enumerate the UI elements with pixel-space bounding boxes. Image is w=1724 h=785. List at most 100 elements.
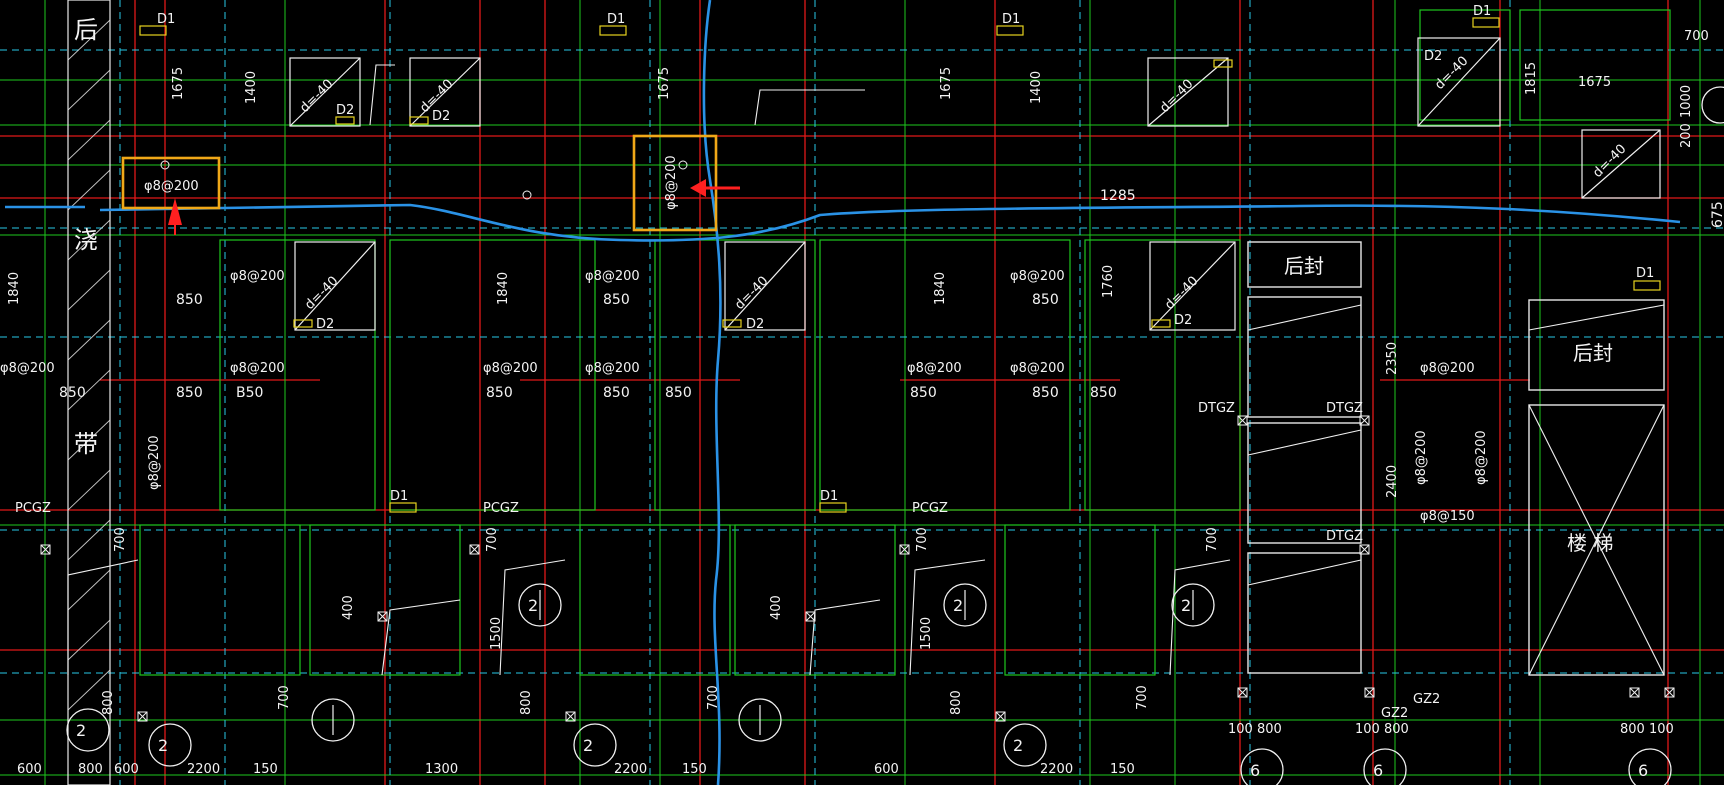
slab-labels: 850 850 850 B50 850 850 850 850 850 850 … xyxy=(59,188,1724,401)
dim-label: 700 xyxy=(277,685,292,710)
dim-label: 1500 xyxy=(919,617,934,650)
dim-label: 1400 xyxy=(244,71,259,104)
column-markers xyxy=(40,415,1675,722)
dim-label: 1840 xyxy=(496,272,511,305)
red-arrow-icon xyxy=(690,179,740,197)
red-up-arrow-icon xyxy=(168,198,182,235)
rebar-label: φ8@200 xyxy=(1420,361,1475,376)
door-label: D1 xyxy=(607,12,625,27)
slab-length-label: 1285 xyxy=(1100,188,1136,204)
column-label: PCGZ xyxy=(483,501,519,516)
slab-length-label: B50 xyxy=(236,385,263,401)
column-label: DTGZ xyxy=(1326,401,1363,416)
dim-label: 800 xyxy=(519,690,534,715)
dim-label: 600 xyxy=(17,762,42,777)
highlight-box-left[interactable] xyxy=(121,156,221,210)
dim-label: 1840 xyxy=(7,272,22,305)
post-pour-strip xyxy=(67,0,111,785)
dim-label: 1300 xyxy=(425,762,458,777)
column-label: DTGZ xyxy=(1326,529,1363,544)
axis-number: 2 xyxy=(76,721,86,740)
axis-circle-bars xyxy=(332,590,1194,735)
rebar-label: φ8@200 xyxy=(907,361,962,376)
dim-label: 700 xyxy=(1135,685,1150,710)
door-label: D2 xyxy=(336,103,354,118)
dim-label: 700 xyxy=(915,527,930,552)
rebar-label: φ8@200 xyxy=(0,361,55,376)
door-symbols xyxy=(139,17,1661,513)
column-label: DTGZ xyxy=(1198,401,1235,416)
dim-label: 100 800 xyxy=(1228,722,1282,737)
dim-label: 800 xyxy=(949,690,964,715)
slab-length-label: 675 xyxy=(1710,201,1724,228)
dim-label: 700 xyxy=(485,527,500,552)
dim-label: 400 xyxy=(341,595,356,620)
rebar-label: φ8@200 xyxy=(230,269,285,284)
dim-label: 150 xyxy=(1110,762,1135,777)
rebar-label: φ8@200 xyxy=(1414,430,1429,485)
dim-label: 200 xyxy=(1679,123,1694,148)
rebar-label: φ8@200 xyxy=(483,361,538,376)
shaft-labels: 后封 后封 楼 梯 xyxy=(1284,254,1613,555)
side-label: 带 xyxy=(74,430,98,458)
highlight-box-center[interactable] xyxy=(632,134,718,232)
dim-label: 1675 xyxy=(1578,75,1611,90)
rebar-label: φ8@150 xyxy=(1420,509,1475,524)
dim-label: 800 100 xyxy=(1620,722,1674,737)
column-label: PCGZ xyxy=(912,501,948,516)
dim-label: 1675 xyxy=(171,67,186,100)
dim-label: 100 800 xyxy=(1355,722,1409,737)
dim-label: 700 xyxy=(706,685,721,710)
dim-label: 1760 xyxy=(1101,265,1116,298)
side-label: 后 xyxy=(74,16,98,44)
door-label: D1 xyxy=(1473,4,1491,19)
rebar-label: φ8@200 xyxy=(664,155,679,210)
slab-length-label: 850 xyxy=(603,385,630,401)
rebar-labels: φ8@200 φ8@200 φ8@200 φ8@200 φ8@200 φ8@20… xyxy=(0,155,1489,524)
slab-length-label: 850 xyxy=(176,292,203,308)
dim-label: 2200 xyxy=(614,762,647,777)
axis-circle-labels: 2 2 2 2 2 2 2 6 6 6 xyxy=(76,596,1648,780)
slab-length-label: 850 xyxy=(910,385,937,401)
room-outlines xyxy=(139,9,1671,676)
slab-length-label: 850 xyxy=(59,385,86,401)
dim-label: 1675 xyxy=(939,67,954,100)
door-label: D2 xyxy=(432,109,450,124)
axis-number: 2 xyxy=(1181,596,1191,615)
dim-label: 150 xyxy=(253,762,278,777)
side-labels: 后 浇 带 xyxy=(74,16,98,458)
dim-label: 1500 xyxy=(489,617,504,650)
dim-label: 1400 xyxy=(1029,71,1044,104)
column-label: GZ2 xyxy=(1413,692,1440,707)
dim-label: 800 xyxy=(78,762,103,777)
axis-number: 6 xyxy=(1373,761,1383,780)
dim-label: 2200 xyxy=(187,762,220,777)
axis-number: 2 xyxy=(528,596,538,615)
recessed-slabs xyxy=(289,37,1661,331)
dim-label: 700 xyxy=(113,527,128,552)
dim-label: 1675 xyxy=(657,67,672,100)
door-label: D2 xyxy=(316,317,334,332)
rebar-label: φ8@200 xyxy=(147,435,162,490)
dim-label: 1000 xyxy=(1679,85,1694,118)
side-label: 浇 xyxy=(74,226,98,254)
slab-length-label: 850 xyxy=(486,385,513,401)
axis-number: 2 xyxy=(1013,736,1023,755)
door-label: D2 xyxy=(1174,313,1192,328)
dim-label: 700 xyxy=(1205,527,1220,552)
rebar-label: φ8@200 xyxy=(585,361,640,376)
door-label: D1 xyxy=(390,489,408,504)
back-seal-label: 后封 xyxy=(1573,341,1613,365)
dim-label: 1840 xyxy=(933,272,948,305)
door-label: D1 xyxy=(1636,266,1654,281)
door-label: D1 xyxy=(157,12,175,27)
markup-line xyxy=(5,0,1681,785)
column-label: GZ2 xyxy=(1381,706,1408,721)
back-seal-label: 后封 xyxy=(1284,254,1324,278)
dimension-labels: 1675 1400 1675 1675 1400 1815 1675 700 1… xyxy=(7,29,1709,777)
axis-number: 6 xyxy=(1250,761,1260,780)
shaft-boxes xyxy=(1247,241,1665,676)
dim-label: 600 xyxy=(874,762,899,777)
